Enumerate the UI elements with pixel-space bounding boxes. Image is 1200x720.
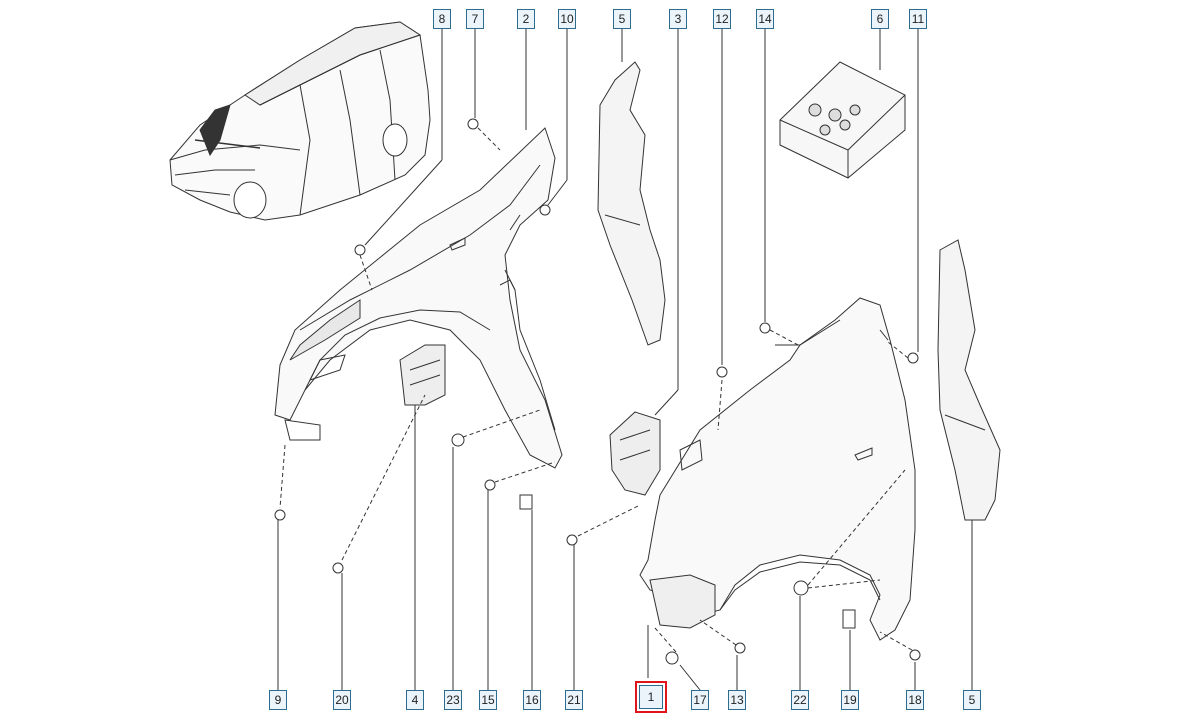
callout-11[interactable]: 11	[909, 9, 927, 29]
callout-6[interactable]: 6	[871, 9, 889, 29]
fixings-box	[779, 61, 906, 179]
right-fender	[639, 297, 916, 641]
right-liner	[937, 239, 1001, 521]
left-fender	[274, 127, 563, 469]
right-bracket	[609, 411, 661, 496]
callout-20[interactable]: 20	[333, 690, 351, 710]
callout-15[interactable]: 15	[479, 690, 497, 710]
callout-16[interactable]: 16	[523, 690, 541, 710]
callout-23[interactable]: 23	[444, 690, 462, 710]
callout-5-upper[interactable]: 5	[613, 9, 631, 29]
fasteners	[274, 118, 921, 665]
callout-1-selected[interactable]: 1	[635, 681, 667, 713]
callout-19[interactable]: 19	[841, 690, 859, 710]
callout-21[interactable]: 21	[565, 690, 583, 710]
callout-9[interactable]: 9	[269, 690, 287, 710]
callout-10[interactable]: 10	[558, 9, 576, 29]
callout-5-lower[interactable]: 5	[963, 690, 981, 710]
callout-2[interactable]: 2	[517, 9, 535, 29]
left-liner	[597, 61, 666, 346]
callout-3[interactable]: 3	[669, 9, 687, 29]
callout-14[interactable]: 14	[756, 9, 774, 29]
callout-8[interactable]: 8	[433, 9, 451, 29]
left-bracket	[399, 344, 446, 406]
callout-22[interactable]: 22	[791, 690, 809, 710]
callout-13[interactable]: 13	[728, 690, 746, 710]
callout-17[interactable]: 17	[691, 690, 709, 710]
callout-18[interactable]: 18	[906, 690, 924, 710]
callout-12[interactable]: 12	[713, 9, 731, 29]
assembly-lines	[279, 127, 913, 653]
callout-7[interactable]: 7	[466, 9, 484, 29]
leader-lines	[277, 28, 973, 691]
callout-4[interactable]: 4	[406, 690, 424, 710]
vehicle-illustration	[169, 21, 431, 221]
